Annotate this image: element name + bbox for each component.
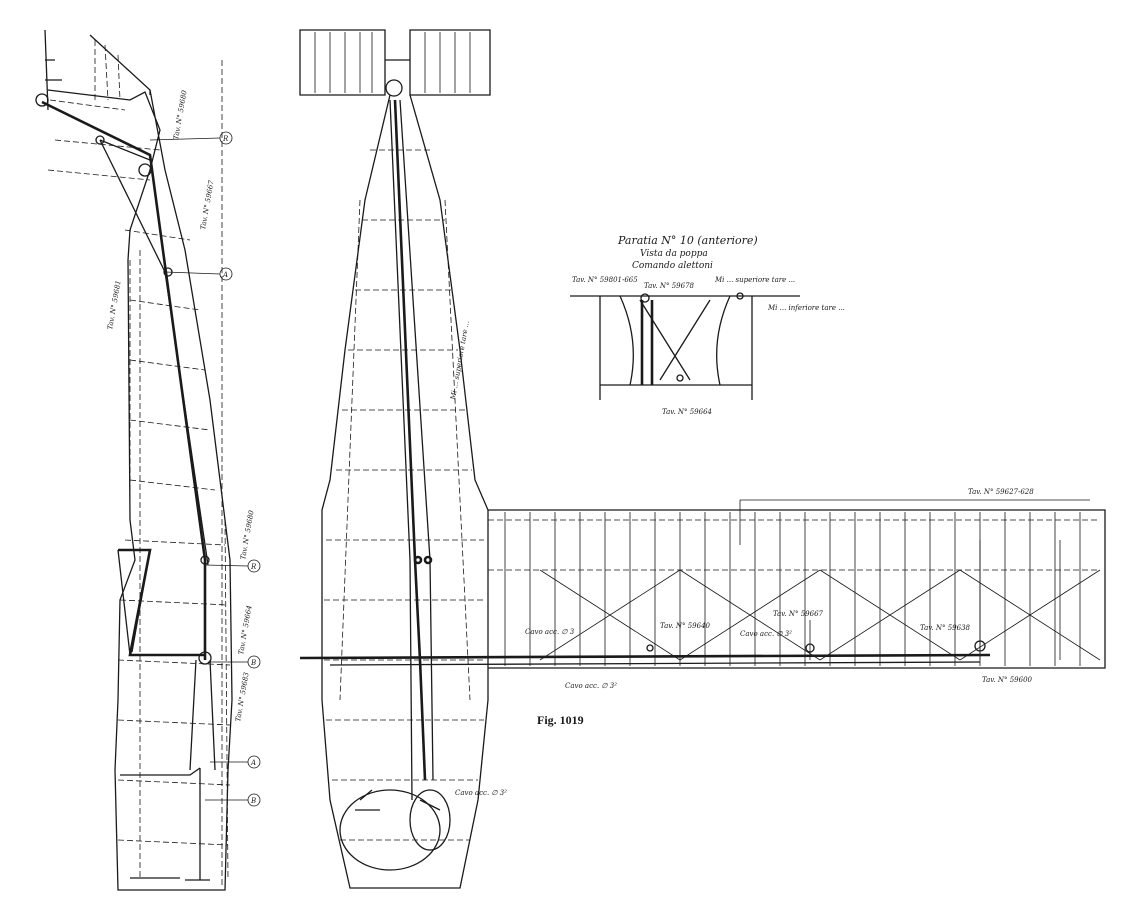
wing-callout: Tav. N° 59627-628 xyxy=(968,488,1034,496)
detail-note: Mi ... superiore tare ... xyxy=(714,276,795,284)
bulkhead-detail: Paratia N° 10 (anteriore) Vista da poppa… xyxy=(570,234,845,416)
balloon-label: A xyxy=(222,271,228,279)
balloon-label: R xyxy=(222,135,229,143)
side-callout: Tav. N° 59664 xyxy=(237,605,254,656)
plan-note: Mi ... superiore tare ... xyxy=(449,320,471,401)
wing-cable-note: Cavo acc. ∅ 3² xyxy=(565,682,617,690)
wing-callout: Tav. N° 59667 xyxy=(773,610,824,618)
wing-callout: Tav. N° 59638 xyxy=(920,624,971,632)
side-view-fuselage: R A R B A B Tav. N° 59680 Tav. N° 59667 … xyxy=(35,29,261,891)
detail-callout: Tav. N° 59678 xyxy=(644,282,695,290)
balloon-label: A xyxy=(250,759,256,767)
wing-callout: Tav. N° 59640 xyxy=(660,622,711,630)
side-callout: Tav. N° 59680 xyxy=(172,89,189,140)
detail-subtitle: Vista da poppa xyxy=(640,249,708,259)
plan-view-fuselage: Mi ... superiore tare ... Cavo acc. ∅ 3² xyxy=(299,29,507,889)
balloon-label: B xyxy=(250,797,256,805)
wing-plan: Tav. N° 59627-628 Tav. N° 59640 Tav. N° … xyxy=(299,488,1106,690)
side-callout: Tav. N° 59681 xyxy=(106,280,123,331)
side-callout: Tav. N° 59683 xyxy=(234,671,251,722)
balloon-label: B xyxy=(250,659,256,667)
detail-note: Mi ... inferiore tare ... xyxy=(767,304,845,312)
wing-cable-note: Cavo acc. ∅ 3² xyxy=(740,630,792,638)
detail-title: Paratia N° 10 (anteriore) xyxy=(617,234,758,247)
side-callout: Tav. N° 59680 xyxy=(239,509,256,560)
wing-cable-note: Cavo acc. ∅ 3 xyxy=(525,628,575,636)
detail-subtitle2: Comando alettoni xyxy=(632,261,713,271)
wing-callout: Tav. N° 59600 xyxy=(982,676,1033,684)
balloon-label: R xyxy=(250,563,257,571)
figure-label: Fig. 1019 xyxy=(537,713,584,727)
plan-note: Cavo acc. ∅ 3² xyxy=(455,789,507,797)
detail-callout: Tav. N° 59664 xyxy=(662,408,712,416)
detail-callout: Tav. N° 59801-665 xyxy=(572,276,638,284)
side-callout: Tav. N° 59667 xyxy=(199,179,216,230)
